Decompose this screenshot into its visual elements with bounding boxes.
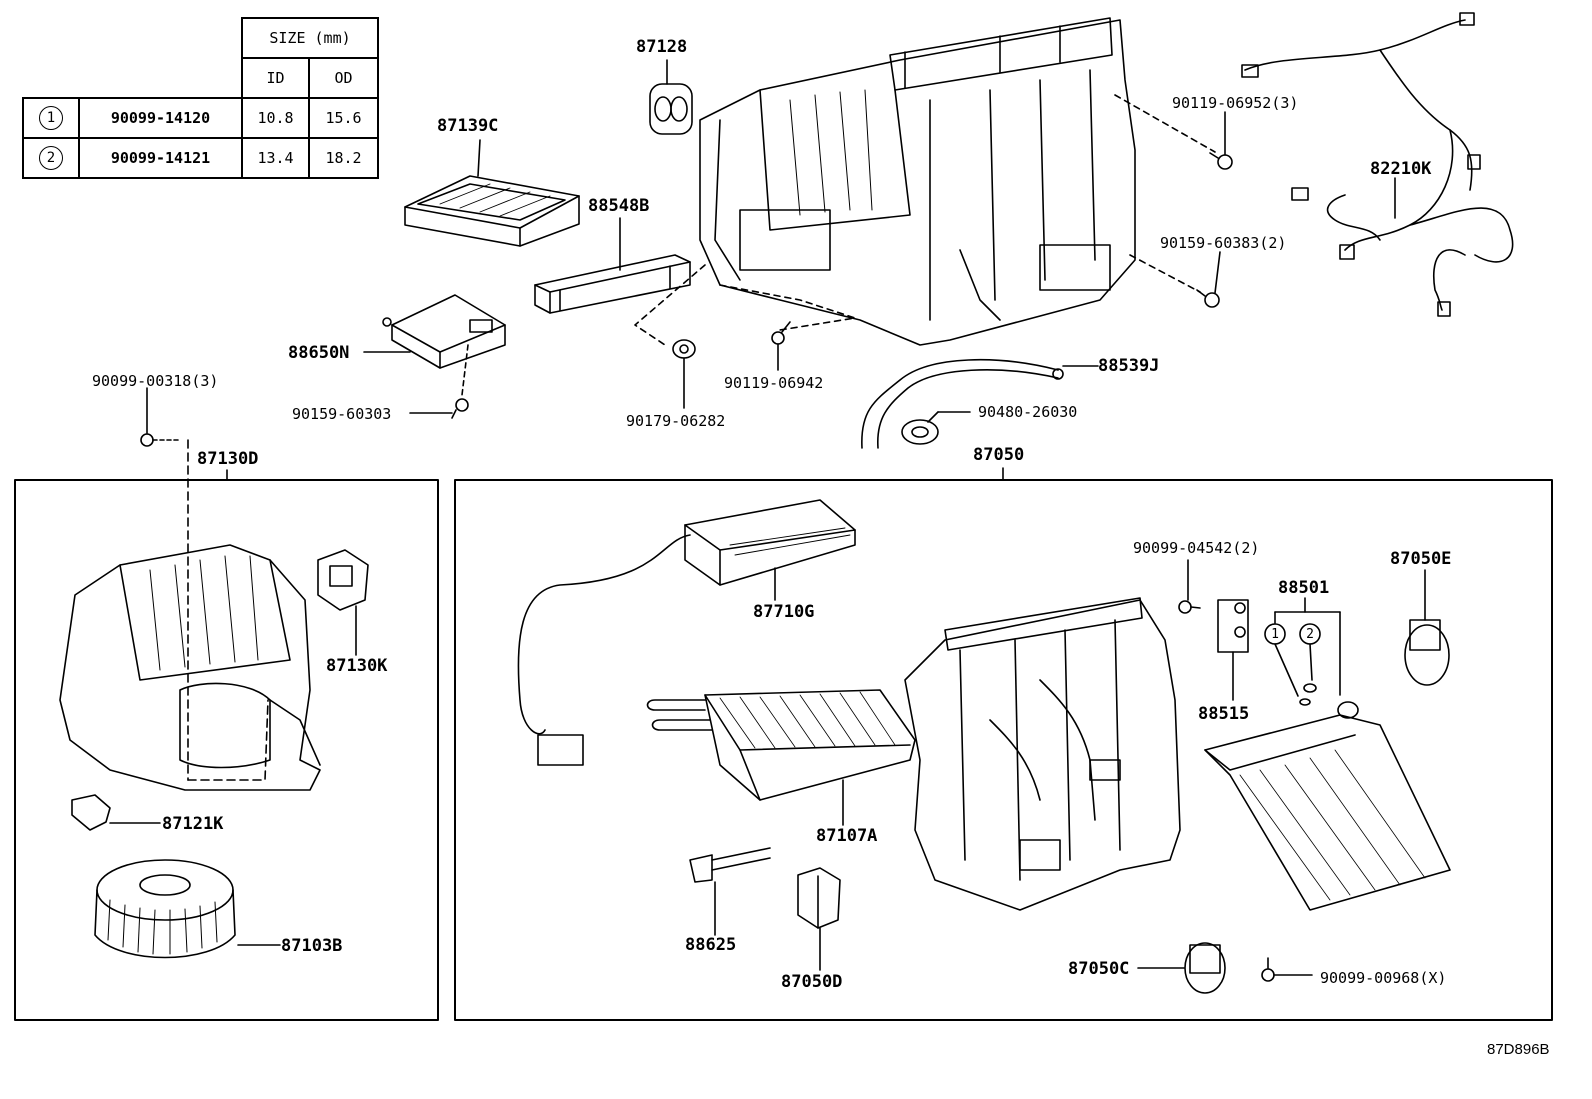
part-label: 88548B — [588, 196, 650, 216]
row-mark: 1 — [39, 106, 63, 130]
damper-servo-icon — [797, 867, 841, 929]
expansion-valve-icon — [1217, 599, 1249, 653]
part-label: 87130D — [197, 449, 259, 469]
o-ring-number-1: 1 — [1271, 627, 1279, 642]
blower-fan-icon — [94, 859, 236, 959]
screw-icon — [1261, 957, 1275, 982]
filter-cover-icon — [534, 254, 691, 314]
part-label: 88515 — [1198, 704, 1250, 724]
part-label: 87139C — [437, 116, 499, 136]
row-mark: 2 — [39, 146, 63, 170]
o-ring-icon — [1299, 698, 1311, 706]
part-label: 82210K — [1370, 159, 1432, 179]
o-ring-number-2: 2 — [1306, 627, 1314, 642]
col-id-header: ID — [241, 57, 310, 99]
part-label: 87050 — [973, 445, 1025, 465]
screw-icon — [140, 433, 181, 447]
bracket-icon — [71, 794, 111, 831]
col-od-header: OD — [308, 57, 379, 99]
blower-unit-icon — [59, 544, 321, 791]
screw-icon — [1178, 600, 1201, 614]
servo-motor-icon — [317, 549, 369, 611]
size-header: SIZE (mm) — [241, 17, 379, 59]
diagram-reference: 87D896B — [1487, 1041, 1550, 1058]
od-value: 15.6 — [308, 97, 379, 139]
part-label: 88625 — [685, 935, 737, 955]
air-filter-icon — [404, 175, 580, 247]
od-value: 18.2 — [308, 137, 379, 179]
screw-icon — [1209, 152, 1233, 170]
blower-assembly-frame — [14, 479, 439, 1021]
part-label: 87128 — [636, 37, 688, 57]
id-value: 10.8 — [241, 97, 310, 139]
heater-core-icon — [646, 689, 916, 801]
screw-icon — [1196, 289, 1220, 308]
gasket-icon — [649, 83, 693, 135]
part-label: 88650N — [288, 343, 350, 363]
part-label: 87050C — [1068, 959, 1130, 979]
part-label: 87710G — [753, 602, 815, 622]
o-ring-icon — [1303, 683, 1317, 693]
part-label: 87121K — [162, 814, 224, 834]
part-label: 87107A — [816, 826, 878, 846]
size-table: SIZE (mm) ID OD 1 90099-14120 10.8 15.6 … — [22, 17, 379, 179]
part-label: 88501 — [1278, 578, 1330, 598]
part-label: 90099-04542(2) — [1133, 539, 1260, 557]
control-module-icon — [382, 294, 506, 369]
mode-servo-icon — [1404, 619, 1450, 686]
nut-icon — [672, 339, 696, 359]
air-mix-servo-icon — [1184, 942, 1226, 994]
part-label: 87103B — [281, 936, 343, 956]
part-label: 90159-60303 — [292, 405, 392, 423]
drain-hose-icon — [861, 358, 1064, 449]
temperature-sensor-icon — [689, 847, 771, 883]
part-label: 90099-00968(X) — [1320, 969, 1447, 987]
ptc-heater-icon — [517, 499, 856, 766]
part-number: 90099-14120 — [78, 97, 243, 139]
part-label: 90179-06282 — [626, 412, 726, 430]
evaporator-icon — [1204, 701, 1451, 911]
radiator-assembly-frame — [454, 479, 1553, 1021]
part-label: 87050E — [1390, 549, 1452, 569]
part-label: 87050D — [781, 972, 843, 992]
wire-harness-icon — [1241, 12, 1514, 317]
part-label: 90099-00318(3) — [92, 372, 219, 390]
id-value: 13.4 — [241, 137, 310, 179]
hvac-housing-top-icon — [699, 17, 1136, 346]
screw-icon — [451, 398, 469, 419]
part-number: 90099-14121 — [78, 137, 243, 179]
part-label: 90119-06942 — [724, 374, 824, 392]
part-label: 90119-06952(3) — [1172, 94, 1299, 112]
screw-icon — [771, 321, 791, 345]
part-label: 90159-60383(2) — [1160, 234, 1287, 252]
hvac-housing-icon — [904, 597, 1181, 911]
part-label: 87130K — [326, 656, 388, 676]
table-row: 2 90099-14121 13.4 18.2 — [22, 137, 379, 179]
part-label: 90480-26030 — [978, 403, 1078, 421]
table-row: 1 90099-14120 10.8 15.6 — [22, 97, 379, 139]
grommet-icon — [901, 419, 939, 445]
part-label: 88539J — [1098, 356, 1160, 376]
